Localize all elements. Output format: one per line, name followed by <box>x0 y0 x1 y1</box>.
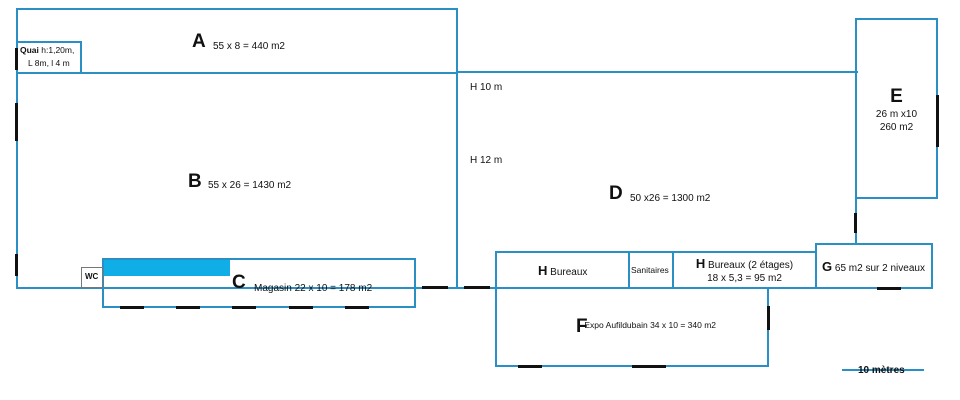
zone-c-highlight <box>104 260 230 276</box>
zone-e-label-group: E 26 m x10 260 m2 <box>856 86 937 134</box>
zone-e-area-line2: 260 m2 <box>879 122 914 133</box>
zone-d-letter: D <box>609 183 623 204</box>
door-marker <box>120 306 144 309</box>
zone-g-label: G 65 m2 sur 2 niveaux <box>822 259 925 274</box>
door-marker <box>854 213 857 233</box>
zone-a-letter: A <box>192 31 206 52</box>
door-marker <box>289 306 313 309</box>
door-marker <box>176 306 200 309</box>
zone-b-area: 55 x 26 = 1430 m2 <box>208 180 292 191</box>
zone-c-room <box>102 258 416 308</box>
zone-g-room <box>815 243 933 289</box>
quai-title: Quai <box>20 45 39 55</box>
zone-a-area: 55 x 8 = 440 m2 <box>213 41 285 52</box>
wc-box <box>81 267 103 288</box>
bureaux-1-label: H Bureaux <box>538 263 587 278</box>
roof-divider-line <box>456 71 858 73</box>
zone-f-label: F Expo Aufildubain 34 x 10 = 340 m2 <box>576 316 722 338</box>
quai-label: Quai h:1,20m, <box>20 45 74 55</box>
bureaux-1-title: Bureaux <box>550 267 588 278</box>
bureaux-2-title: Bureaux (2 étages) <box>708 260 794 271</box>
zone-b-room <box>16 72 458 289</box>
door-marker <box>15 254 18 276</box>
zone-e-letter: E <box>890 86 903 107</box>
zone-d-area: 50 x26 = 1300 m2 <box>630 193 711 204</box>
door-marker <box>877 287 901 290</box>
door-marker <box>232 306 256 309</box>
height-10-label: H 10 m <box>470 82 503 93</box>
door-marker <box>422 286 448 289</box>
door-marker <box>632 365 666 368</box>
door-marker <box>518 365 542 368</box>
zone-g-letter: G <box>822 259 833 274</box>
zone-e-area: 26 m x10 <box>875 109 918 120</box>
door-marker <box>345 306 369 309</box>
bureaux-2-letter: H <box>695 256 706 271</box>
height-12-label: H 12 m <box>470 155 503 166</box>
scale-bar <box>842 369 924 371</box>
scale-label: 10 mètres <box>858 365 905 376</box>
door-marker <box>15 48 18 70</box>
bureaux-2-label-group: H Bureaux (2 étages) 18 x 5,3 = 95 m2 <box>673 257 816 285</box>
bureaux-1-letter: H <box>538 263 548 278</box>
zone-f-area: Expo Aufildubain 34 x 10 = 340 m2 <box>584 320 716 330</box>
quai-details: h:1,20m, <box>41 45 75 55</box>
wc-label: WC <box>85 272 99 281</box>
zone-c-letter: C <box>232 272 246 293</box>
zone-f-letter: F <box>576 316 588 337</box>
door-marker <box>936 95 939 147</box>
quai-details-line2: L 8m, l 4 m <box>28 58 70 68</box>
bureaux-2-title-line: H Bureaux (2 étages) <box>673 257 816 272</box>
sanitaires-label: Sanitaires <box>631 265 669 275</box>
zone-c-area: Magasin 22 x 10 = 178 m2 <box>254 283 373 294</box>
zone-g-area: 65 m2 sur 2 niveaux <box>834 263 925 274</box>
door-marker <box>15 103 18 141</box>
zone-b-letter: B <box>188 171 202 192</box>
bureaux-2-area: 18 x 5,3 = 95 m2 <box>707 273 782 284</box>
door-marker <box>767 306 770 330</box>
door-marker <box>464 286 490 289</box>
